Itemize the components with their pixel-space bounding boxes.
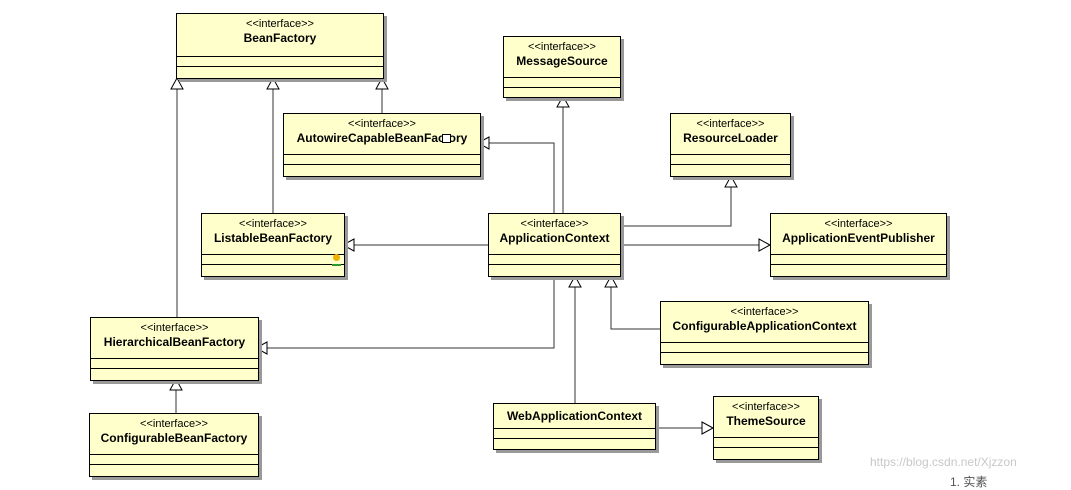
class-configurable-application-context[interactable]: <<interface>> ConfigurableApplicationCon…	[660, 301, 869, 365]
generalization-arrowhead	[758, 238, 772, 252]
generalization-web_application_context-to-theme_source	[656, 421, 715, 435]
generalization-application_context-to-application_event_publisher	[621, 238, 772, 252]
class-name: ConfigurableApplicationContext	[672, 319, 857, 333]
generalization-application_context-to-resource_loader	[621, 174, 738, 227]
class-application-event-publisher[interactable]: <<interface>> ApplicationEventPublisher	[770, 213, 947, 277]
class-name: ApplicationEventPublisher	[782, 231, 935, 245]
stereotype-label: <<interface>>	[528, 41, 596, 53]
stereotype-label: <<interface>>	[239, 218, 307, 230]
clipped-caption: 1. 实素	[950, 475, 988, 489]
class-name: ListableBeanFactory	[213, 231, 333, 245]
stereotype-label: <<interface>>	[348, 118, 416, 130]
generalization-application_context-to-autowire_capable_bean_factory	[476, 136, 555, 213]
operations-compartment	[771, 264, 946, 265]
relation-line	[265, 280, 555, 349]
stereotype-label: <<interface>>	[730, 306, 799, 318]
generalization-arrowhead	[169, 377, 183, 391]
generalization-listable_bean_factory-to-bean_factory	[266, 76, 280, 213]
stereotype-label: <<interface>>	[140, 418, 208, 430]
operations-compartment	[284, 164, 480, 165]
operations-compartment	[504, 87, 620, 88]
generalization-arrowhead	[701, 421, 715, 435]
generalization-arrowhead	[375, 76, 389, 90]
attributes-compartment	[771, 254, 946, 255]
operations-compartment	[671, 164, 790, 165]
operations-compartment	[494, 438, 655, 439]
generalization-arrowhead	[568, 274, 582, 288]
operations-compartment	[661, 352, 868, 353]
class-web-application-context[interactable]: WebApplicationContext	[493, 403, 656, 450]
generalization-arrowhead	[170, 76, 184, 90]
generalization-hierarchical_bean_factory-to-bean_factory	[170, 76, 184, 317]
class-name: ApplicationContext	[499, 231, 610, 245]
relation-line	[487, 142, 555, 213]
generalization-arrowhead	[266, 76, 280, 90]
generalization-web_application_context-to-application_context	[568, 274, 582, 403]
stereotype-label: <<interface>>	[696, 118, 765, 130]
operations-compartment	[489, 264, 620, 265]
method-marker-icon	[332, 264, 341, 266]
stereotype-label: <<interface>>	[246, 18, 314, 30]
relation-line	[621, 184, 732, 227]
class-theme-source[interactable]: <<interface>> ThemeSource	[713, 396, 819, 460]
attributes-compartment	[671, 154, 790, 155]
small-square-icon	[442, 134, 451, 143]
class-application-context[interactable]: <<interface>> ApplicationContext	[488, 213, 621, 277]
generalization-application_context-to-hierarchical_bean_factory	[254, 280, 555, 355]
class-name: AutowireCapableBeanFactory	[296, 131, 468, 145]
attributes-compartment	[91, 358, 258, 359]
generalization-arrowhead	[476, 136, 490, 150]
attributes-compartment	[177, 56, 383, 57]
generalization-configurable_application_context-to-application_context	[604, 274, 660, 330]
generalization-arrowhead	[556, 94, 570, 108]
relation-line	[610, 284, 660, 330]
generalization-arrowhead	[604, 274, 618, 288]
attributes-compartment	[489, 254, 620, 255]
stereotype-label: <<interface>>	[732, 401, 800, 413]
generalization-arrowhead	[254, 341, 268, 355]
class-name: MessageSource	[516, 54, 608, 68]
operations-compartment	[91, 368, 258, 369]
class-hierarchical-bean-factory[interactable]: <<interface>> HierarchicalBeanFactory	[90, 317, 259, 381]
class-resource-loader[interactable]: <<interface>> ResourceLoader	[670, 113, 791, 177]
class-configurable-bean-factory[interactable]: <<interface>> ConfigurableBeanFactory	[89, 413, 259, 477]
attributes-compartment	[284, 154, 480, 155]
class-autowire-capable-bean-factory[interactable]: <<interface>> AutowireCapableBeanFactory	[283, 113, 481, 177]
operations-compartment	[177, 66, 383, 67]
class-name: WebApplicationContext	[506, 409, 643, 423]
class-name: ThemeSource	[726, 414, 806, 428]
generalization-application_context-to-listable_bean_factory	[341, 238, 488, 252]
operations-compartment	[714, 447, 818, 448]
class-name: BeanFactory	[243, 31, 317, 45]
operations-compartment	[202, 264, 344, 265]
stereotype-label: <<interface>>	[824, 218, 893, 230]
generalization-application_context-to-message_source	[556, 94, 570, 213]
generalization-configurable_bean_factory-to-hierarchical_bean_factory	[169, 377, 183, 413]
attributes-compartment	[90, 454, 258, 455]
class-listable-bean-factory[interactable]: <<interface>> ListableBeanFactory	[201, 213, 345, 277]
class-name: ConfigurableBeanFactory	[100, 431, 248, 445]
attributes-compartment	[661, 342, 868, 343]
class-bean-factory[interactable]: <<interface>> BeanFactory	[176, 13, 384, 79]
class-name: HierarchicalBeanFactory	[103, 335, 246, 349]
attributes-compartment	[714, 437, 818, 438]
class-message-source[interactable]: <<interface>> MessageSource	[503, 36, 621, 98]
method-marker-icon	[333, 254, 340, 261]
attributes-compartment	[202, 254, 344, 255]
generalization-arrowhead	[341, 238, 355, 252]
attributes-compartment	[504, 77, 620, 78]
operations-compartment	[90, 464, 258, 465]
generalization-arrowhead	[724, 174, 738, 188]
class-name: ResourceLoader	[683, 131, 778, 145]
attributes-compartment	[494, 428, 655, 429]
stereotype-label: <<interface>>	[520, 218, 589, 230]
watermark: https://blog.csdn.net/Xjzzon	[870, 455, 1017, 469]
stereotype-label: <<interface>>	[140, 322, 209, 334]
